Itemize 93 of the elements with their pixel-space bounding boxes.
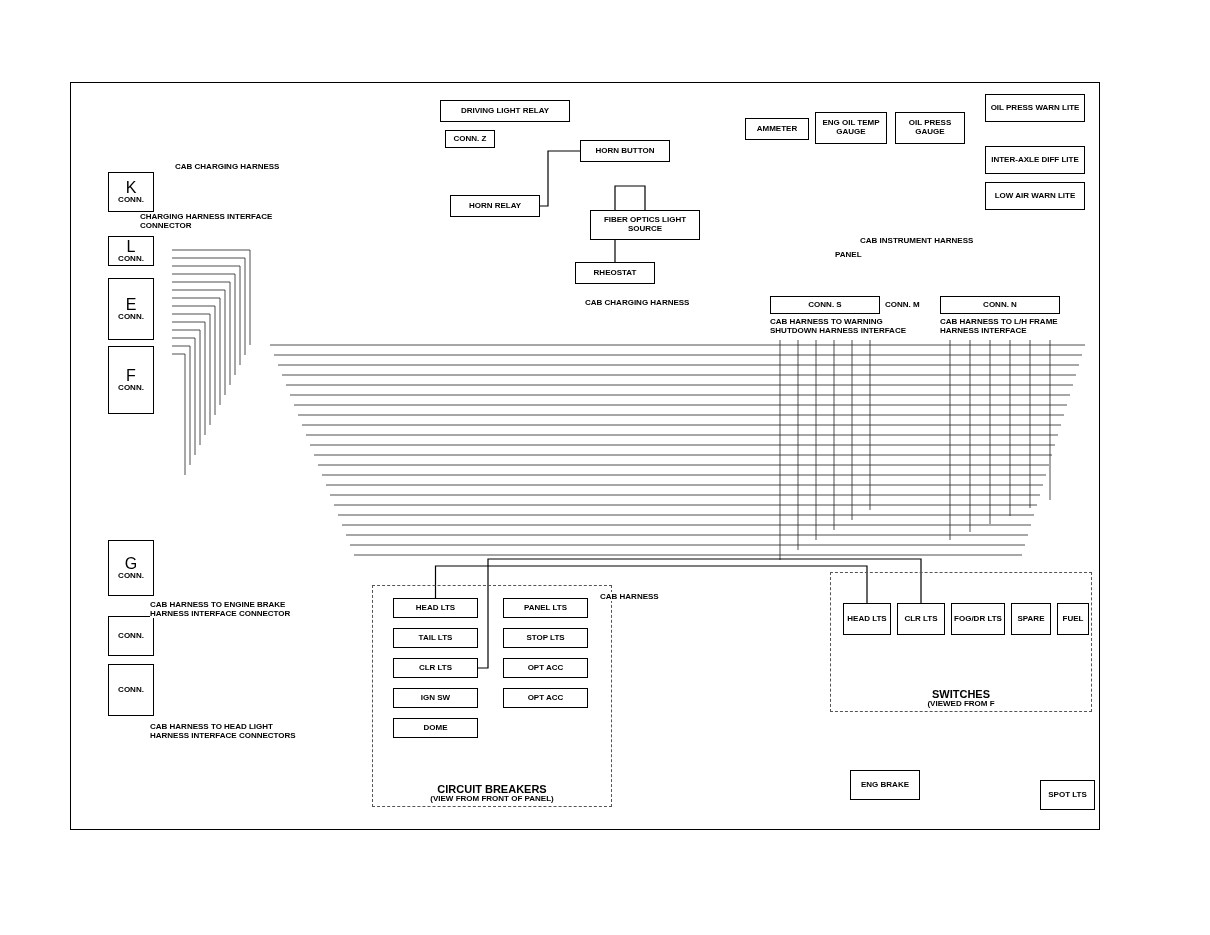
component-box: [393, 598, 478, 618]
component-box: [393, 628, 478, 648]
note-text: PANEL: [835, 250, 862, 260]
component-box: [745, 118, 809, 140]
component-label: SPARE: [1017, 614, 1045, 624]
component-box: [503, 688, 588, 708]
component-box: [393, 718, 478, 738]
component-box: [985, 146, 1085, 174]
connector-label: CONN. Z: [453, 134, 487, 144]
component-box: [843, 603, 891, 635]
component-box: [815, 112, 887, 144]
component-label: HORN RELAY: [468, 201, 522, 211]
connector-block: [108, 172, 154, 212]
component-box: [895, 112, 965, 144]
connector-block: [108, 236, 154, 266]
component-box: [393, 658, 478, 678]
connector-block: [108, 616, 154, 656]
component-box: [580, 140, 670, 162]
component-box: [393, 688, 478, 708]
connector-label: CONN.: [118, 685, 144, 695]
component-box: [590, 210, 700, 240]
component-label: OIL PRESS GAUGE: [907, 119, 953, 137]
component-label: FOG/DR LTS: [954, 614, 1002, 624]
component-box: [450, 195, 540, 217]
connector-block: [108, 664, 154, 716]
component-label: RHEOSTAT: [593, 268, 637, 278]
component-panel: [830, 572, 1092, 712]
connector-letter: G: [124, 554, 138, 573]
connector-block: [770, 296, 880, 314]
connector-label: CONN.: [118, 313, 144, 323]
connector-label: CONN.: [118, 255, 144, 265]
component-label: FUEL: [1062, 614, 1084, 624]
connector-label: CONN.: [118, 572, 144, 582]
note-text: CONN. M: [885, 300, 920, 310]
connector-letter: K: [125, 178, 137, 197]
component-box: [985, 94, 1085, 122]
component-box: [575, 262, 655, 284]
connector-label: CONN. S: [808, 300, 842, 310]
component-box: [1057, 603, 1089, 635]
note-text: CAB HARNESS: [600, 592, 659, 602]
component-box: [503, 628, 588, 648]
component-box: [897, 603, 945, 635]
component-box: [503, 598, 588, 618]
wire-line: [539, 150, 581, 207]
component-label: FIBER OPTICS LIGHT SOURCE: [602, 216, 688, 234]
component-box: [440, 100, 570, 122]
component-label: LOW AIR WARN LITE: [994, 191, 1076, 201]
component-label: ENG OIL TEMP GAUGE: [821, 119, 881, 137]
wire-line: [434, 565, 868, 604]
component-label: TAIL LTS: [418, 633, 453, 643]
connector-label: CONN.: [118, 384, 144, 394]
component-label: INTER-AXLE DIFF LITE: [991, 155, 1079, 165]
component-label: DRIVING LIGHT RELAY: [460, 106, 550, 116]
component-label: CLR LTS: [904, 614, 938, 624]
note-text: CAB CHARGING HARNESS: [585, 298, 690, 308]
component-label: STOP LTS: [526, 633, 565, 643]
panel-subtitle: (VIEW FROM FRONT OF PANEL): [430, 795, 554, 804]
component-label: SPOT LTS: [1048, 790, 1087, 800]
component-label: OIL PRESS WARN LITE: [990, 103, 1080, 113]
connector-block: [108, 278, 154, 340]
connector-letter: F: [126, 366, 136, 385]
component-box: [985, 182, 1085, 210]
component-label: AMMETER: [756, 124, 798, 134]
connector-letter: L: [126, 237, 136, 256]
connector-label: CONN. N: [983, 300, 1017, 310]
component-box: [503, 658, 588, 678]
component-label: HEAD LTS: [847, 614, 887, 624]
component-box: [1011, 603, 1051, 635]
connector-block: [108, 346, 154, 414]
component-box: [1040, 780, 1095, 810]
component-label: HEAD LTS: [415, 603, 456, 613]
panel-title: SWITCHES: [931, 688, 991, 701]
note-text: CAB INSTRUMENT HARNESS: [860, 236, 974, 246]
component-label: PANEL LTS: [523, 603, 568, 613]
connector-letter: E: [125, 295, 137, 314]
panel-subtitle: (VIEWED FROM F: [927, 700, 995, 709]
panel-title: CIRCUIT BREAKERS: [437, 783, 547, 796]
wire-line: [477, 558, 922, 669]
connector-label: CONN.: [118, 631, 144, 641]
connector-block: [940, 296, 1060, 314]
connector-block: [108, 540, 154, 596]
connector-block: [445, 130, 495, 148]
component-box: [951, 603, 1005, 635]
component-box: [850, 770, 920, 800]
component-label: OPT ACC: [527, 663, 564, 673]
component-label: HORN BUTTON: [595, 146, 655, 156]
component-label: CLR LTS: [418, 663, 453, 673]
note-text: CAB CHARGING HARNESS: [175, 162, 280, 172]
component-label: DOME: [423, 723, 448, 733]
component-label: OPT ACC: [527, 693, 564, 703]
component-label: IGN SW: [420, 693, 451, 703]
component-label: ENG BRAKE: [861, 780, 909, 790]
connector-label: CONN.: [118, 196, 144, 206]
